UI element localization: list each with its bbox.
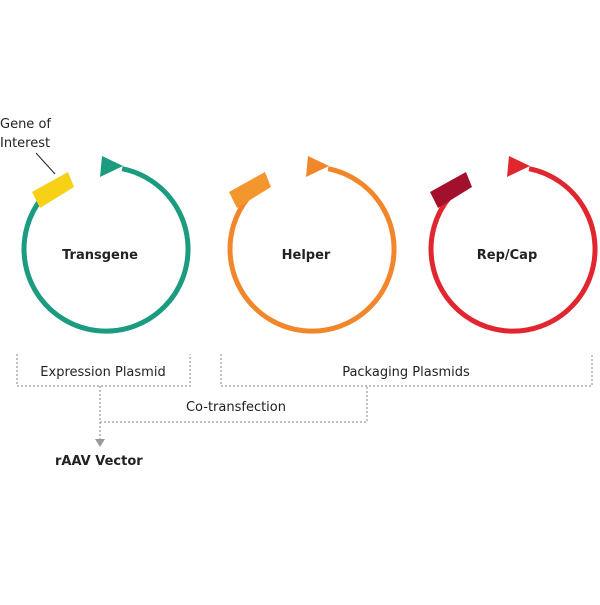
plasmid-ring (21, 166, 191, 334)
cotransfection-bracket-line (99, 386, 368, 423)
plasmid-label: Transgene (62, 248, 138, 263)
plasmid-arrow-head (100, 156, 123, 177)
cotransfection-label: Co-transfection (186, 400, 286, 415)
annotation-line-1: Gene of (0, 117, 51, 132)
packaging-bracket-line (220, 354, 593, 387)
annotation-line-2: Interest (0, 136, 50, 151)
packaging-bracket: Packaging Plasmids (220, 354, 593, 387)
plasmid-insert (229, 172, 271, 208)
plasmid-arrow-head (507, 156, 530, 177)
plasmid-arrow-head (306, 156, 329, 177)
annotation-leader-line (35, 152, 56, 175)
raav-vector-label: rAAV Vector (55, 454, 143, 469)
packaging-plasmids-label: Packaging Plasmids (342, 365, 470, 380)
plasmid-insert (430, 172, 472, 208)
plasmid-rep-cap: Rep/Cap (428, 156, 598, 334)
plasmid-label: Rep/Cap (477, 248, 538, 263)
expression-bracket-line (16, 354, 191, 387)
expression-bracket: Expression Plasmid (16, 354, 191, 387)
plasmid-helper: Helper (227, 156, 397, 334)
plasmid-insert (32, 172, 74, 208)
plasmid-label: Helper (282, 248, 331, 263)
cotransfection-connector: Co-transfection (95, 386, 368, 447)
plasmid-ring (227, 166, 397, 334)
result-arrow-head (95, 439, 105, 447)
expression-plasmid-label: Expression Plasmid (40, 365, 165, 380)
plasmid-transgene: Transgene (21, 156, 191, 334)
plasmid-ring (428, 166, 598, 334)
gene-of-interest-annotation: Gene of Interest (0, 117, 56, 175)
